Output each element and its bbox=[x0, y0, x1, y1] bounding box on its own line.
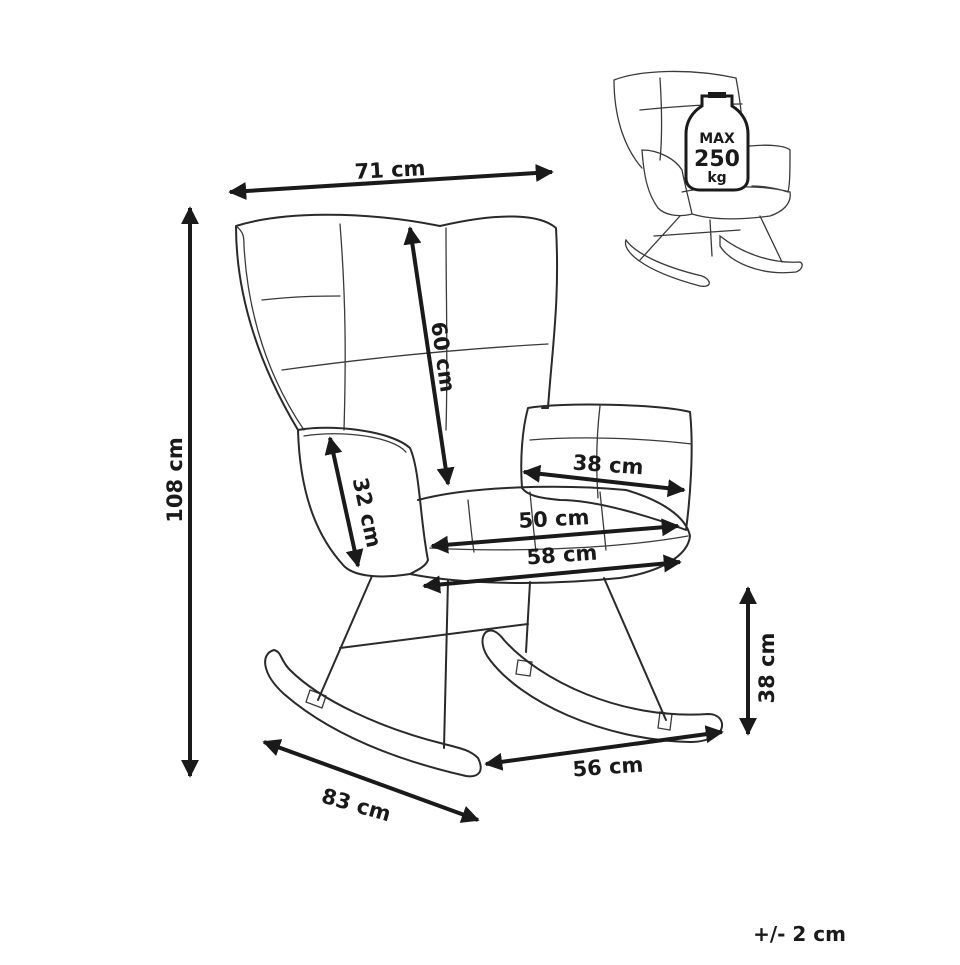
dimension-lines bbox=[181, 164, 757, 823]
legs bbox=[317, 575, 667, 749]
backrest-outline bbox=[235, 213, 559, 431]
load-badge-max: MAX bbox=[699, 131, 735, 147]
seat-width-arrow bbox=[430, 518, 680, 554]
left-armrest-piping bbox=[303, 433, 407, 453]
backrest-quilting bbox=[261, 223, 549, 431]
load-badge-value: 250 bbox=[694, 147, 740, 172]
right-rocker bbox=[481, 629, 724, 743]
base-width-label: 56 cm bbox=[572, 753, 644, 782]
total-depth-arrow bbox=[262, 739, 480, 823]
load-badge-unit: kg bbox=[707, 170, 726, 186]
seat-width-label: 50 cm bbox=[518, 505, 590, 533]
total-height-label: 108 cm bbox=[163, 437, 187, 522]
backrest-height-arrow bbox=[403, 226, 455, 486]
seat-height-label: 38 cm bbox=[755, 633, 779, 704]
thumbnail-chair-outline bbox=[613, 70, 791, 220]
width-top-label: 71 cm bbox=[354, 156, 426, 184]
leg-caps bbox=[305, 659, 673, 731]
weight-badge-icon bbox=[684, 94, 750, 192]
right-armrest-quilting bbox=[529, 405, 693, 499]
seat-depth-label: 58 cm bbox=[526, 541, 598, 570]
left-rocker bbox=[264, 649, 482, 778]
armrest-depth-arrow bbox=[522, 464, 686, 498]
width-top-arrow bbox=[228, 164, 554, 200]
weight-badge-cap bbox=[708, 92, 726, 98]
total-depth-label: 83 cm bbox=[319, 784, 394, 827]
thumbnail-chair: MAX 250 kg bbox=[613, 70, 803, 287]
tolerance-note: +/- 2 cm bbox=[753, 922, 846, 946]
armrest-depth-label: 38 cm bbox=[572, 451, 644, 480]
chair-drawing bbox=[235, 213, 724, 778]
backrest-wing-edge bbox=[235, 225, 305, 431]
seat-depth-arrow bbox=[422, 554, 682, 594]
armrest-height-arrow bbox=[324, 436, 364, 568]
base-width-arrow bbox=[484, 725, 724, 771]
thumbnail-chair-base bbox=[624, 215, 803, 287]
